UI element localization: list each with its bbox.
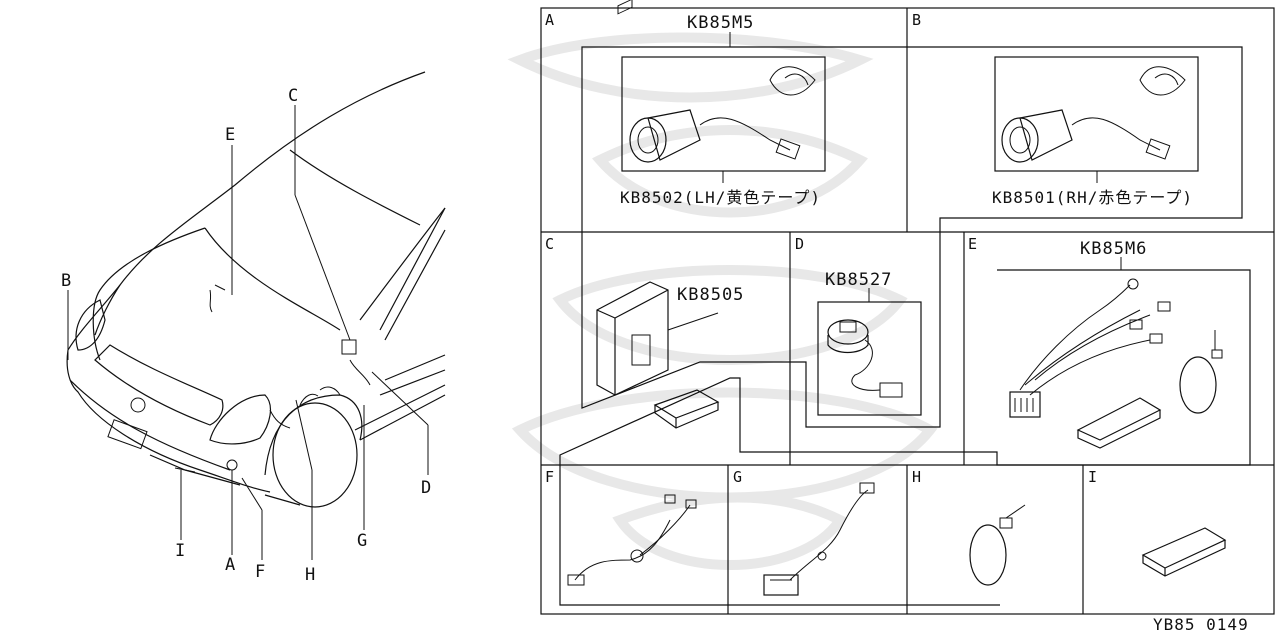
cell-label-i: I — [1088, 468, 1097, 486]
part-number-kb85m5: KB85M5 — [687, 13, 754, 33]
cable-tie-h-drawing — [969, 504, 1026, 586]
kit-outline-kb85m5 — [581, 32, 1243, 428]
callout-h: H — [305, 565, 315, 585]
sensor-rh-drawing — [994, 56, 1199, 183]
callout-f: F — [255, 562, 265, 582]
cell-label-c: C — [545, 235, 554, 253]
callout-e: E — [225, 125, 235, 145]
callout-leaders — [67, 105, 429, 560]
callout-d: D — [421, 478, 431, 498]
cell-label-e: E — [968, 235, 977, 253]
part-number-kb8502: KB8502(LH/黄色テープ) — [620, 188, 821, 207]
harness-e-drawing — [1009, 278, 1223, 449]
cell-label-a: A — [545, 11, 554, 29]
parts-grid — [540, 7, 1275, 615]
harness-g-drawing — [763, 482, 875, 596]
cell-label-h: H — [912, 468, 921, 486]
harness-f-drawing — [567, 494, 697, 586]
control-unit-drawing — [596, 0, 719, 396]
cell-label-b: B — [912, 11, 921, 29]
adhesive-pad-i — [1141, 527, 1227, 577]
cell-label-g: G — [733, 468, 742, 486]
callout-g: G — [357, 531, 367, 551]
part-number-kb85m6: KB85M6 — [1080, 239, 1147, 259]
part-number-kb8505: KB8505 — [677, 285, 744, 305]
adhesive-pad-c — [653, 389, 720, 429]
part-number-kb8501: KB8501(RH/赤色テープ) — [992, 188, 1193, 207]
kit-outline-kb85m6 — [559, 257, 1251, 606]
callout-b: B — [61, 271, 71, 291]
callout-c: C — [288, 86, 298, 106]
callout-i: I — [175, 541, 185, 561]
diagram-code: YB85 0149 — [1153, 615, 1249, 633]
buzzer-drawing — [817, 288, 922, 416]
part-number-kb8527: KB8527 — [825, 270, 892, 290]
callout-a: A — [225, 555, 235, 575]
sensor-lh-drawing — [621, 56, 826, 183]
car-illustration — [66, 71, 446, 508]
cell-label-f: F — [545, 468, 554, 486]
cell-label-d: D — [795, 235, 804, 253]
